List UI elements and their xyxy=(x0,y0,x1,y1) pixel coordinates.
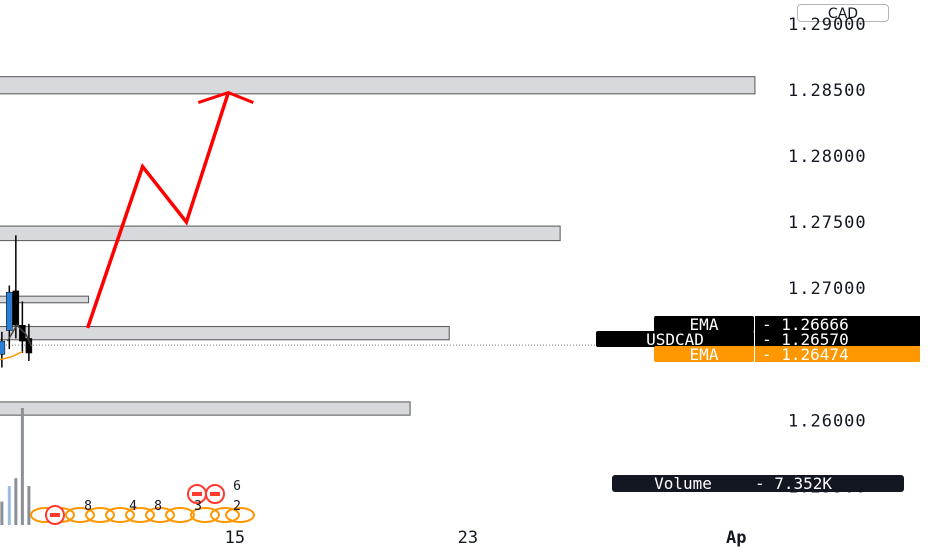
price-axis-tick: 1.27000 xyxy=(788,279,867,299)
flag-mark xyxy=(192,492,202,496)
time-axis-tick: 23 xyxy=(458,528,478,548)
time-axis-tick: 15 xyxy=(225,528,245,548)
candle-body[interactable] xyxy=(12,290,20,326)
price-axis-tick: 1.26000 xyxy=(788,411,867,431)
price-zone[interactable] xyxy=(0,76,756,95)
event-marker[interactable] xyxy=(145,507,175,523)
volume-value: - 7.352K xyxy=(755,474,832,493)
event-marker[interactable] xyxy=(65,507,95,523)
volume-bar xyxy=(27,486,31,525)
price-zone[interactable] xyxy=(0,295,90,304)
price-zone[interactable] xyxy=(0,401,411,416)
ema-fast-label: EMA xyxy=(690,315,719,334)
ema-fast-line xyxy=(6,324,33,347)
flag-mark xyxy=(210,492,220,496)
currency-badge[interactable]: CAD xyxy=(797,4,889,22)
event-marker[interactable] xyxy=(190,507,220,523)
price-axis-tick: 1.29000 xyxy=(788,15,867,35)
price-axis-tick: 1.28500 xyxy=(788,81,867,101)
usdcad-price-label-bg xyxy=(596,331,754,347)
time-axis-tick: Ap xyxy=(726,528,746,548)
volume-legend-bg xyxy=(612,475,904,492)
usdcad-price-value-bg xyxy=(755,331,920,347)
event-marker[interactable] xyxy=(225,507,255,523)
event-count: 8 xyxy=(84,499,92,514)
event-marker[interactable] xyxy=(210,507,240,523)
ema-slow-value: - 1.26474 xyxy=(762,345,849,364)
ema-fast-value-bg xyxy=(755,316,920,332)
flag-mark xyxy=(50,513,60,517)
event-count: 3 xyxy=(194,499,202,514)
arrow-head xyxy=(197,90,254,104)
price-axis-tick: 1.27500 xyxy=(788,213,867,233)
event-count: 6 xyxy=(233,479,241,494)
price-zone[interactable] xyxy=(0,225,561,242)
ema-slow-line xyxy=(0,351,23,361)
projection-arrow[interactable] xyxy=(85,92,231,329)
event-marker[interactable] xyxy=(125,507,155,523)
event-marker[interactable] xyxy=(165,507,195,523)
ema-slow-value-bg xyxy=(755,346,920,362)
ema-slow-label: EMA xyxy=(690,345,719,364)
usdcad-price-label: USDCAD xyxy=(646,330,704,349)
price-axis-tick: 1.28000 xyxy=(788,147,867,167)
candle-body[interactable] xyxy=(6,291,13,331)
ema-slow-label-bg xyxy=(654,346,754,362)
volume-bar xyxy=(20,408,24,525)
volume-bar xyxy=(14,478,18,525)
event-count: 2 xyxy=(233,499,241,514)
volume-bar xyxy=(7,486,11,525)
event-marker[interactable] xyxy=(85,507,115,523)
ema-fast-label-bg xyxy=(654,316,754,332)
event-count: 8 xyxy=(154,499,162,514)
event-marker[interactable] xyxy=(105,507,135,523)
price-zone[interactable] xyxy=(0,326,450,341)
volume-label: Volume xyxy=(654,474,712,493)
candle-body[interactable] xyxy=(0,340,6,355)
event-count: 4 xyxy=(129,499,137,514)
usdcad-price-value: - 1.26570 xyxy=(762,330,849,349)
volume-bar xyxy=(0,501,4,525)
ema-fast-value: - 1.26666 xyxy=(762,315,849,334)
